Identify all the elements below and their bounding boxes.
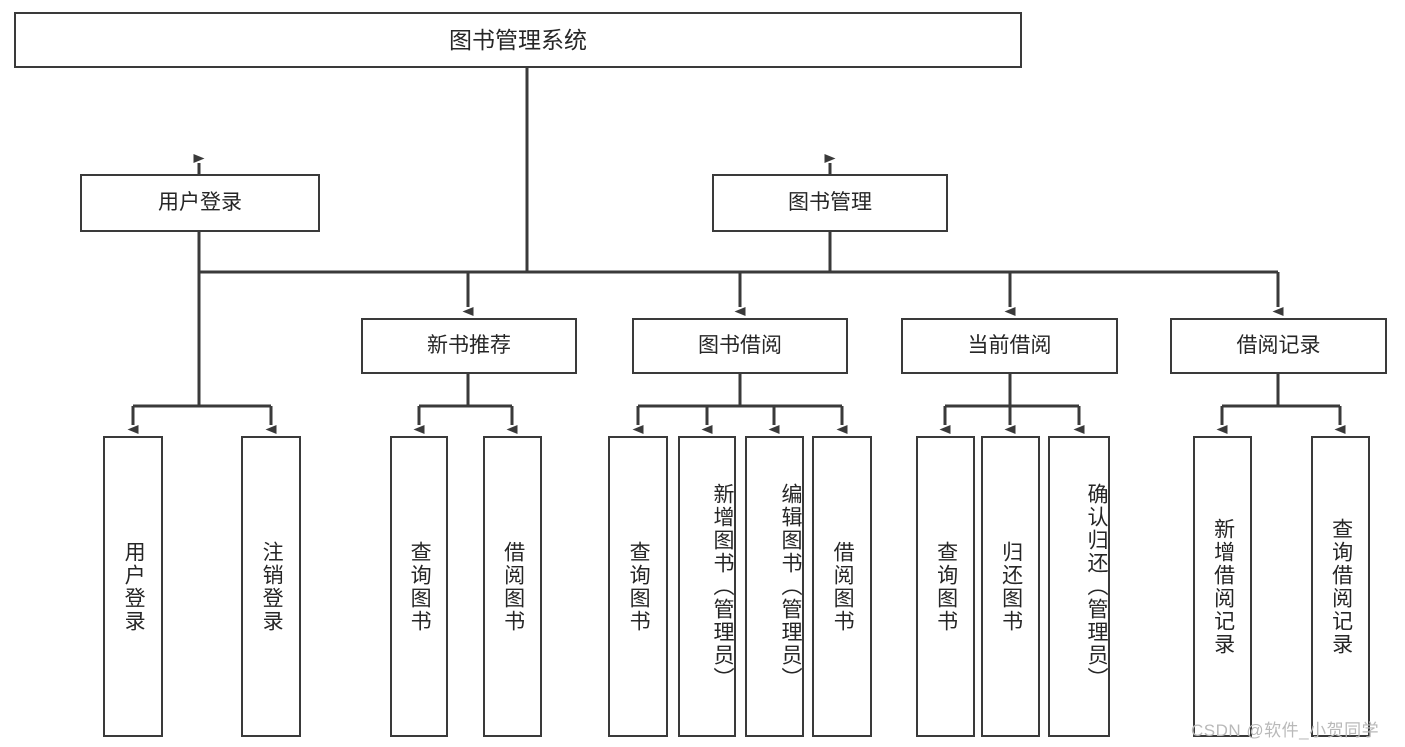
node-new-book-recommend-label: 新书推荐 (427, 333, 511, 357)
node-leaf-user-login[interactable]: 用户登录 (103, 436, 163, 737)
node-leaf-query-book-1-label: 查询图书 (408, 540, 432, 633)
node-leaf-edit-book-label: 编辑图书（管理员） (779, 483, 802, 690)
node-leaf-query-record[interactable]: 查询借阅记录 (1311, 436, 1370, 737)
node-borrow-record[interactable]: 借阅记录 (1170, 318, 1387, 374)
node-leaf-query-record-label: 查询借阅记录 (1329, 517, 1353, 656)
node-current-borrow[interactable]: 当前借阅 (901, 318, 1118, 374)
node-leaf-add-book[interactable]: 新增图书（管理员） (678, 436, 736, 737)
node-leaf-query-book-2-label: 查询图书 (627, 540, 651, 633)
node-leaf-add-record[interactable]: 新增借阅记录 (1193, 436, 1252, 737)
node-leaf-borrow-book-1-label: 借阅图书 (501, 540, 525, 633)
node-leaf-borrow-book-2-label: 借阅图书 (831, 540, 855, 633)
node-current-borrow-label: 当前借阅 (967, 333, 1052, 357)
node-leaf-query-book-1[interactable]: 查询图书 (390, 436, 448, 737)
node-book-borrow-label: 图书借阅 (698, 333, 782, 357)
node-user-login-label: 用户登录 (158, 190, 242, 214)
node-leaf-borrow-book-2[interactable]: 借阅图书 (812, 436, 872, 737)
node-book-manage[interactable]: 图书管理 (712, 174, 948, 232)
node-leaf-confirm-return-label: 确认归还（管理员） (1085, 483, 1108, 690)
node-leaf-query-book-3[interactable]: 查询图书 (916, 436, 975, 737)
node-leaf-logout[interactable]: 注销登录 (241, 436, 301, 737)
node-new-book-recommend[interactable]: 新书推荐 (361, 318, 577, 374)
node-leaf-query-book-3-label: 查询图书 (934, 540, 958, 633)
node-leaf-add-record-label: 新增借阅记录 (1211, 517, 1235, 656)
node-leaf-edit-book[interactable]: 编辑图书（管理员） (745, 436, 804, 737)
node-leaf-borrow-book-1[interactable]: 借阅图书 (483, 436, 542, 737)
node-leaf-confirm-return[interactable]: 确认归还（管理员） (1048, 436, 1110, 737)
node-book-borrow[interactable]: 图书借阅 (632, 318, 848, 374)
watermark-text: CSDN @软件_小贺同学 (1191, 721, 1380, 740)
node-leaf-logout-label: 注销登录 (260, 540, 284, 633)
node-user-login[interactable]: 用户登录 (80, 174, 320, 232)
node-leaf-add-book-label: 新增图书（管理员） (711, 483, 734, 690)
node-book-manage-label: 图书管理 (788, 190, 872, 214)
node-leaf-return-book[interactable]: 归还图书 (981, 436, 1040, 737)
node-leaf-return-book-label: 归还图书 (999, 540, 1023, 633)
node-borrow-record-label: 借阅记录 (1236, 333, 1321, 357)
node-leaf-query-book-2[interactable]: 查询图书 (608, 436, 668, 737)
node-root[interactable]: 图书管理系统 (14, 12, 1022, 68)
node-root-label: 图书管理系统 (449, 26, 587, 53)
node-leaf-user-login-label: 用户登录 (122, 540, 146, 633)
